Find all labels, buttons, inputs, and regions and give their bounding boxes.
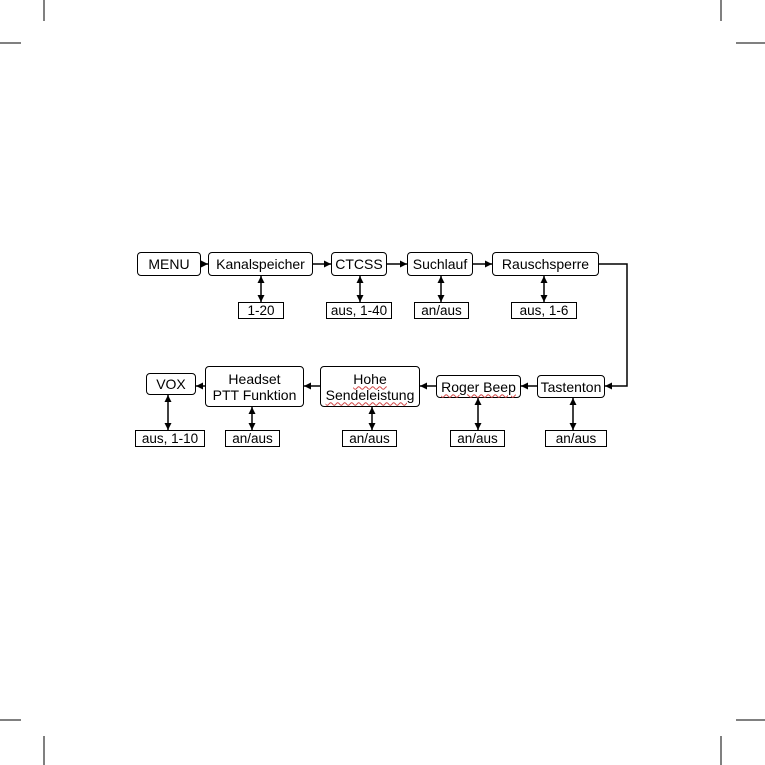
kanalspeicher-label: Kanalspeicher [216, 256, 305, 272]
rauschsperre-node: Rauschsperre [492, 252, 599, 276]
tastenton-label: Tastenton [541, 379, 602, 395]
vox-label: VOX [156, 376, 186, 392]
vox-value: aus, 1-10 [135, 430, 205, 447]
hohe-sendeleistung-node: Hohe Sendeleistung [320, 366, 420, 407]
hohe-sendeleistung-label-line2: Sendeleistung [326, 387, 415, 403]
menu-node-label: MENU [148, 256, 189, 272]
suchlauf-node: Suchlauf [407, 252, 473, 276]
ctcss-node: CTCSS [331, 252, 387, 276]
rauschsperre-value-label: aus, 1-6 [520, 303, 569, 318]
kanalspeicher-node: Kanalspeicher [208, 252, 313, 276]
hohe-sendeleistung-label-line1: Hohe [353, 371, 386, 387]
ctcss-label: CTCSS [335, 256, 382, 272]
roger-beep-label: Roger Beep [441, 379, 516, 395]
vox-node: VOX [146, 373, 196, 395]
headset-ptt-label-line1: Headset [228, 371, 280, 387]
headset-ptt-value: an/aus [225, 430, 280, 447]
rauschsperre-label: Rauschsperre [502, 256, 589, 272]
hohe-sendeleistung-value-label: an/aus [349, 431, 390, 446]
kanalspeicher-value-label: 1-20 [247, 303, 274, 318]
ctcss-value-label: aus, 1-40 [331, 303, 387, 318]
roger-beep-value: an/aus [450, 430, 505, 447]
headset-ptt-node: Headset PTT Funktion [205, 366, 304, 407]
tastenton-node: Tastenton [537, 375, 605, 398]
suchlauf-value-label: an/aus [421, 303, 462, 318]
headset-ptt-label-line2: PTT Funktion [213, 387, 297, 403]
menu-node: MENU [137, 252, 201, 276]
ctcss-value: aus, 1-40 [326, 302, 392, 319]
tastenton-value-label: an/aus [556, 431, 597, 446]
vox-value-label: aus, 1-10 [142, 431, 198, 446]
roger-beep-node: Roger Beep [436, 375, 521, 398]
tastenton-value: an/aus [545, 430, 607, 447]
kanalspeicher-value: 1-20 [238, 302, 284, 319]
hohe-sendeleistung-value: an/aus [342, 430, 397, 447]
roger-beep-value-label: an/aus [457, 431, 498, 446]
arrow-rauschsperre-to-tastenton [599, 264, 627, 386]
suchlauf-label: Suchlauf [413, 256, 467, 272]
rauschsperre-value: aus, 1-6 [511, 302, 577, 319]
headset-ptt-value-label: an/aus [232, 431, 273, 446]
suchlauf-value: an/aus [414, 302, 469, 319]
